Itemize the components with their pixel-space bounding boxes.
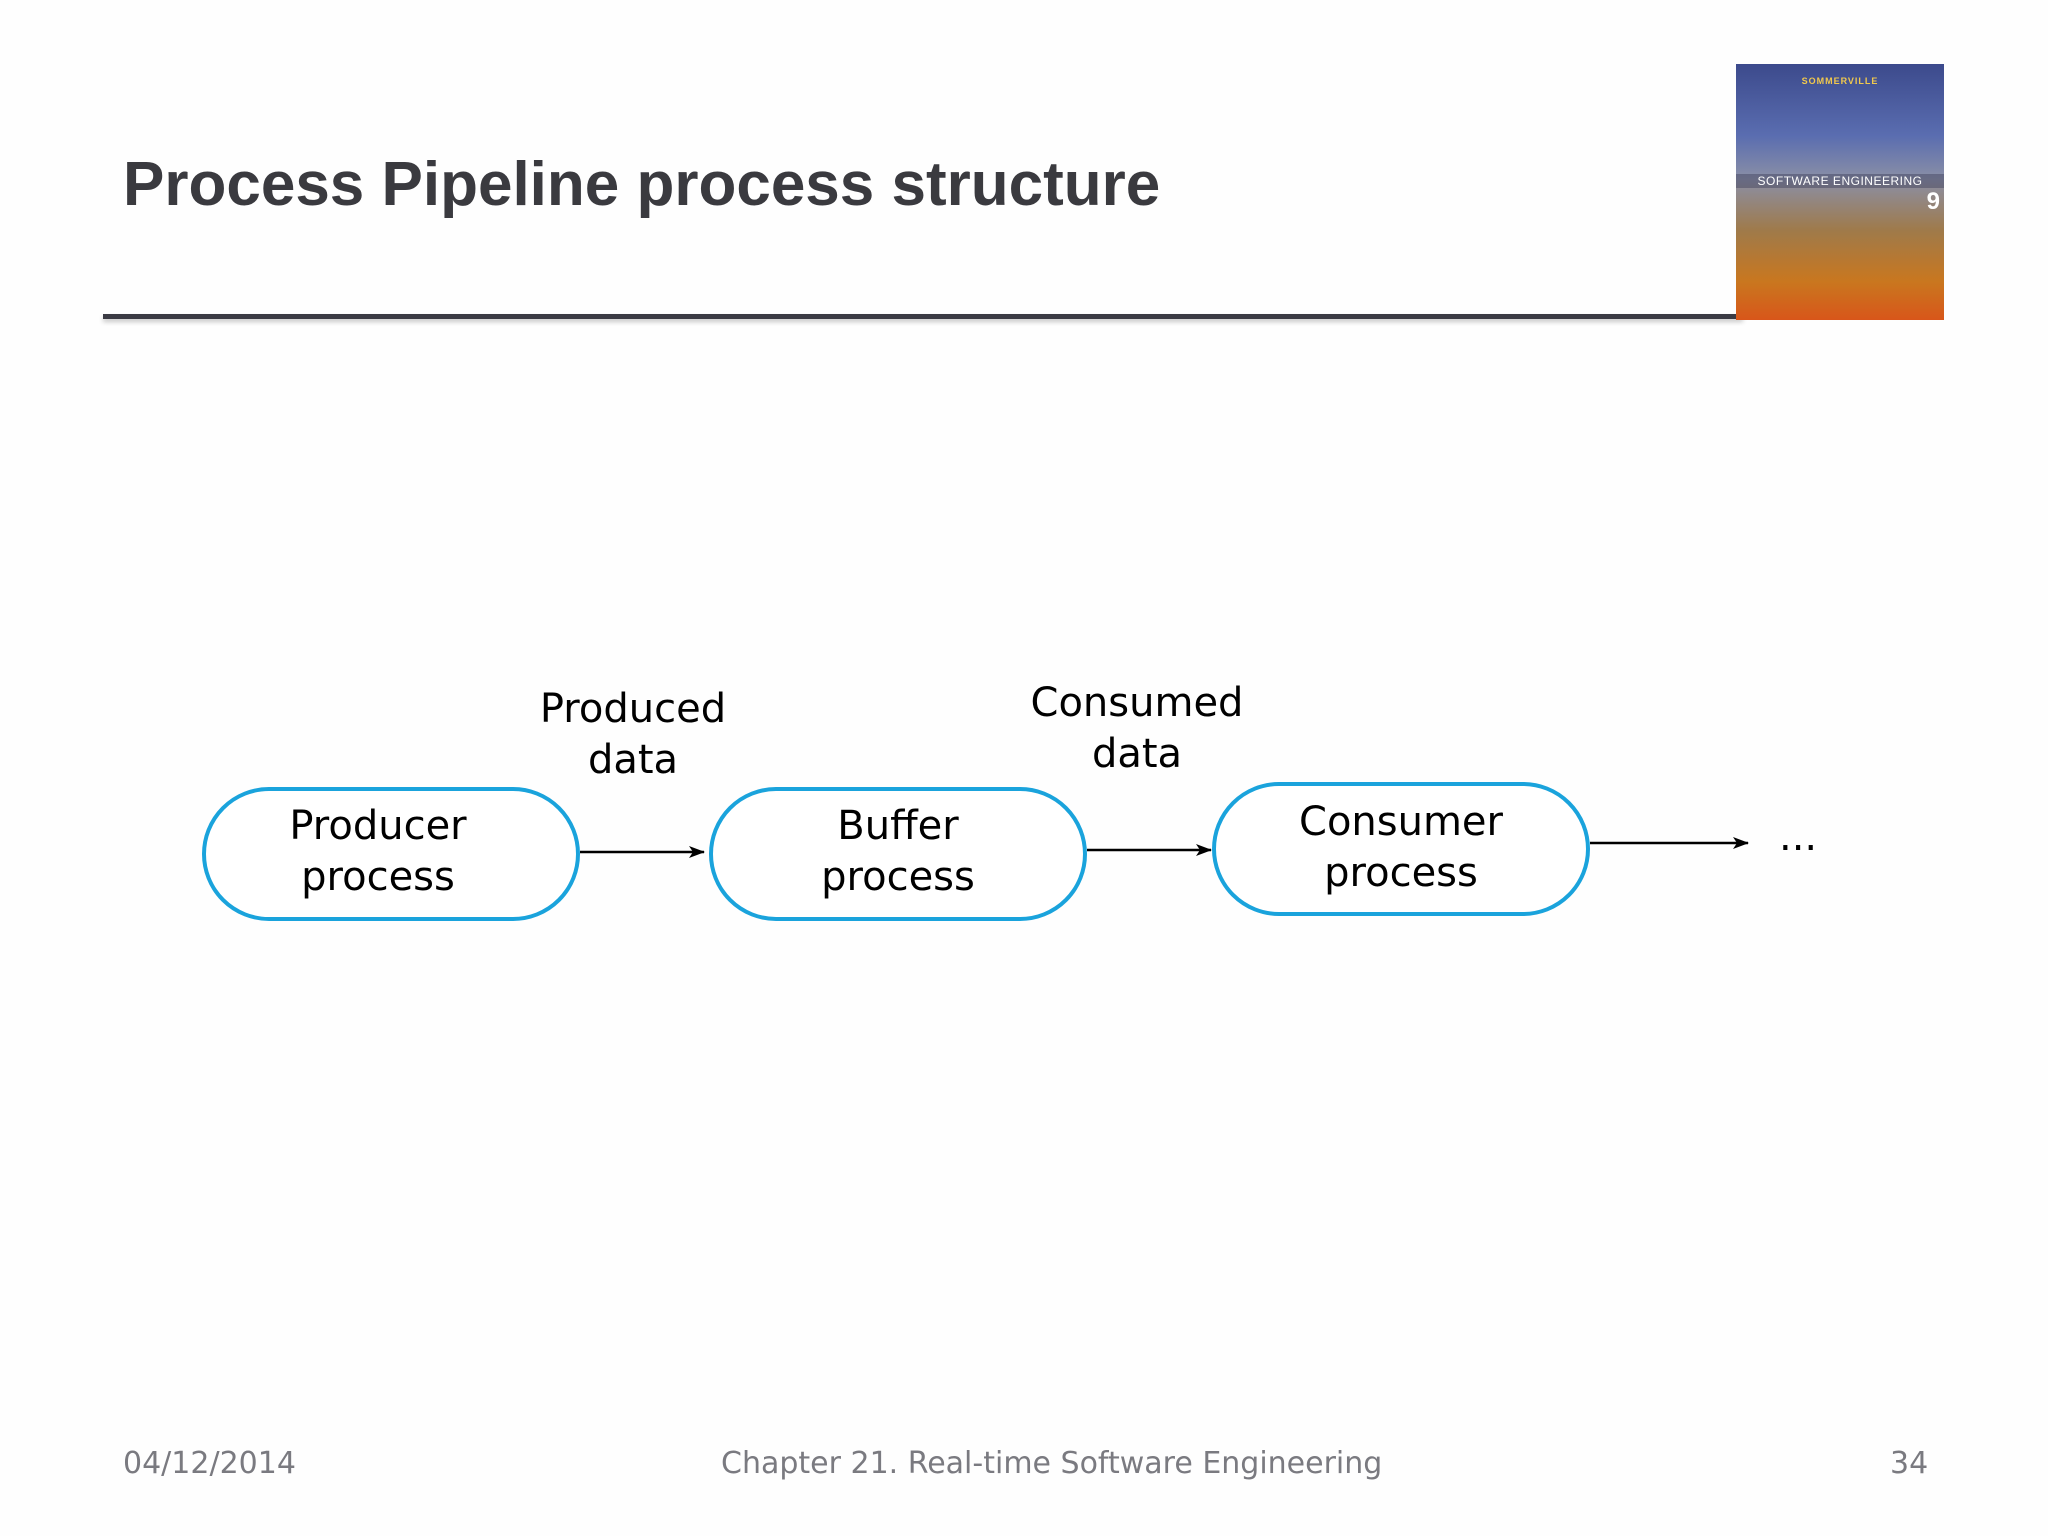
book-cover-image: SOMMERVILLE SOFTWARE ENGINEERING 9 <box>1736 64 1944 320</box>
produced-data-label-line2: data <box>588 737 678 783</box>
producer-process-node: Producer process <box>202 787 580 921</box>
consumed-data-label-line2: data <box>1092 731 1182 777</box>
consumer-process-label-line1: Consumer <box>1299 799 1504 845</box>
buffer-process-label-line2: process <box>821 854 975 900</box>
consumer-process-node: Consumer process <box>1212 782 1590 916</box>
produced-data-label-line1: Produced <box>540 686 726 732</box>
slide-title: Process Pipeline process structure <box>123 150 1161 219</box>
book-cover-title: SOFTWARE ENGINEERING <box>1736 174 1944 188</box>
footer-date: 04/12/2014 <box>123 1446 296 1481</box>
continuation-ellipsis: ... <box>1779 814 1817 860</box>
producer-process-label-line2: process <box>301 854 455 900</box>
consumed-data-label-line1: Consumed <box>1031 680 1244 726</box>
buffer-process-shape <box>709 787 1087 921</box>
producer-process-shape <box>202 787 580 921</box>
consumer-process-shape <box>1212 782 1590 916</box>
buffer-process-node: Buffer process <box>709 787 1087 921</box>
book-cover-edition: 9 <box>1926 188 1940 215</box>
book-cover-author: SOMMERVILLE <box>1801 76 1879 86</box>
buffer-process-label-line1: Buffer <box>837 803 959 849</box>
footer-chapter-title: Chapter 21. Real-time Software Engineeri… <box>721 1446 1383 1481</box>
consumer-process-label-line2: process <box>1324 850 1478 896</box>
producer-process-label-line1: Producer <box>289 803 467 849</box>
title-divider <box>103 314 1743 319</box>
footer-page-number: 34 <box>1890 1446 1929 1481</box>
